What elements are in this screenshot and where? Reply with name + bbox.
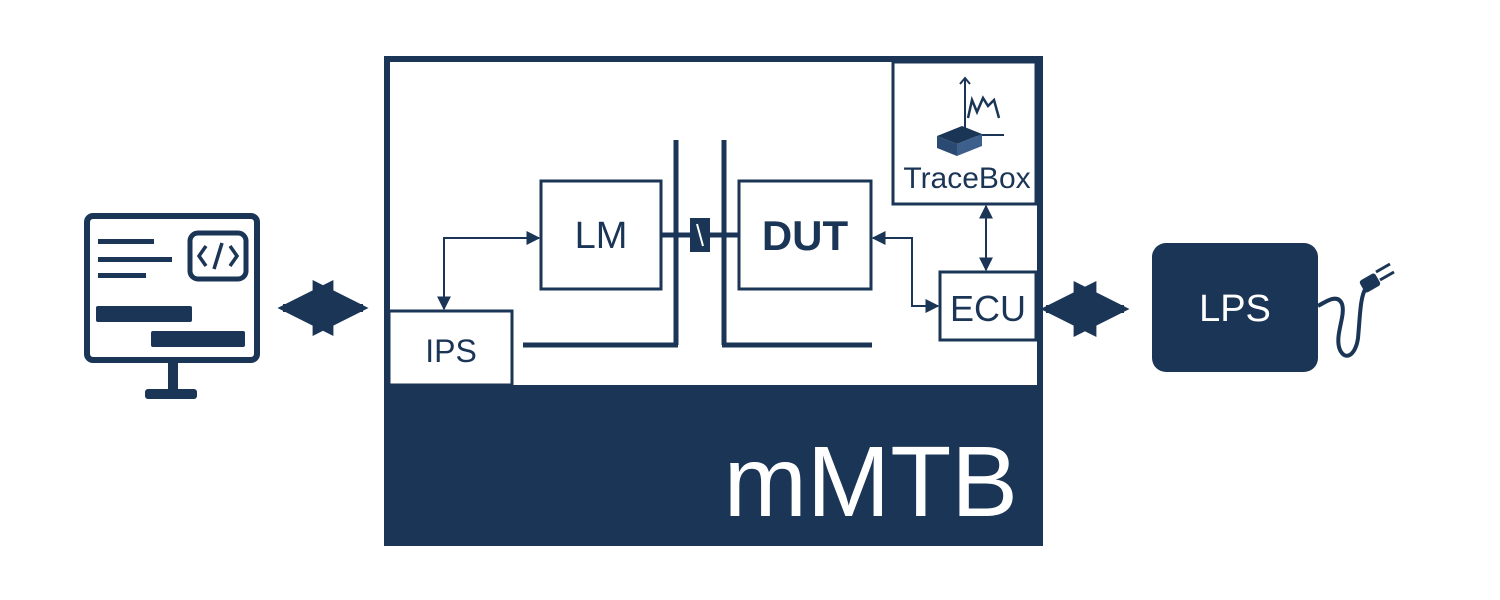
mmtb-banner bbox=[387, 385, 1040, 543]
code-brackets-icon bbox=[187, 230, 249, 282]
dut-box: DUT bbox=[737, 179, 873, 291]
ips-box: IPS bbox=[387, 309, 514, 387]
power-plug-icon bbox=[1316, 262, 1395, 358]
lm-ips-connector bbox=[437, 231, 541, 311]
tracebox-label: TraceBox bbox=[903, 162, 1030, 195]
tracebox-device-icon bbox=[937, 76, 1004, 156]
shaft-coupling-icon bbox=[661, 218, 739, 252]
ips-label: IPS bbox=[425, 333, 477, 369]
dut-ecu-connector bbox=[871, 231, 940, 313]
mmtb-title: mMTB bbox=[724, 426, 1018, 538]
lm-label: LM bbox=[575, 215, 628, 257]
lps-label: LPS bbox=[1199, 288, 1271, 330]
lps-box: LPS bbox=[1152, 243, 1318, 372]
test-bench-frame bbox=[523, 140, 872, 348]
ecu-label: ECU bbox=[950, 288, 1026, 329]
lm-box: LM bbox=[539, 179, 663, 291]
computer-code-monitor-icon bbox=[84, 213, 260, 399]
tracebox-box: TraceBox bbox=[891, 60, 1038, 206]
dut-label: DUT bbox=[762, 212, 849, 259]
ecu-box: ECU bbox=[938, 270, 1038, 342]
